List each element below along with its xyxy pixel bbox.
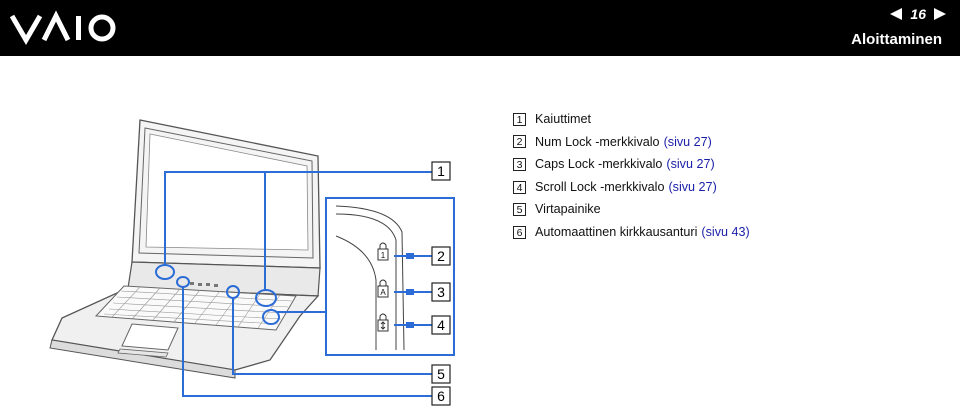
legend-text: Caps Lock -merkkivalo xyxy=(535,157,663,172)
caps-lock-icon: A xyxy=(377,279,389,298)
page-navigation: 16 xyxy=(890,6,946,22)
section-title: Aloittaminen xyxy=(851,31,942,48)
callout-2: 2 xyxy=(431,246,451,266)
legend-number: 4 xyxy=(513,180,526,194)
previous-page-icon[interactable] xyxy=(890,8,903,20)
legend-text: Virtapainike xyxy=(535,202,601,217)
scroll-lock-icon xyxy=(377,313,389,332)
legend-number: 2 xyxy=(513,135,526,149)
legend-text: Scroll Lock -merkkivalo xyxy=(535,179,665,194)
legend-text: Automaattinen kirkkausanturi xyxy=(535,224,698,239)
legend-item: 1 Kaiuttimet xyxy=(513,108,750,131)
svg-text:5: 5 xyxy=(437,366,445,382)
page-reference-link[interactable]: (sivu 27) xyxy=(663,134,712,149)
callout-4: 4 xyxy=(431,315,451,335)
page-reference-link[interactable]: (sivu 43) xyxy=(701,224,750,239)
svg-text:2: 2 xyxy=(437,248,445,264)
svg-text:1: 1 xyxy=(437,163,445,179)
page-reference-link[interactable]: (sivu 27) xyxy=(666,157,715,172)
callout-6: 6 xyxy=(431,386,451,406)
page-header: 16 Aloittaminen xyxy=(0,0,960,56)
svg-text:1: 1 xyxy=(381,251,386,260)
legend-item: 5 Virtapainike xyxy=(513,198,750,221)
next-page-icon[interactable] xyxy=(934,8,946,20)
component-legend: 1 Kaiuttimet 2 Num Lock -merkkivalo (siv… xyxy=(513,108,750,244)
svg-text:4: 4 xyxy=(437,317,445,333)
svg-text:3: 3 xyxy=(437,284,445,300)
callout-5: 5 xyxy=(431,364,451,384)
vaio-logo xyxy=(10,10,116,45)
svg-text:A: A xyxy=(380,288,386,297)
legend-number: 3 xyxy=(513,157,526,171)
legend-number: 1 xyxy=(513,112,526,126)
legend-item: 2 Num Lock -merkkivalo (sivu 27) xyxy=(513,131,750,154)
legend-number: 5 xyxy=(513,203,526,217)
legend-item: 3 Caps Lock -merkkivalo (sivu 27) xyxy=(513,153,750,176)
page-reference-link[interactable]: (sivu 27) xyxy=(668,179,717,194)
callout-3: 3 xyxy=(431,282,451,302)
num-lock-icon: 1 xyxy=(377,242,389,261)
legend-text: Kaiuttimet xyxy=(535,112,591,126)
svg-text:6: 6 xyxy=(437,388,445,404)
callout-1: 1 xyxy=(431,161,451,181)
page-number: 16 xyxy=(910,6,926,22)
legend-number: 6 xyxy=(513,225,526,239)
legend-item: 6 Automaattinen kirkkausanturi (sivu 43) xyxy=(513,221,750,244)
legend-text: Num Lock -merkkivalo xyxy=(535,134,660,149)
legend-item: 4 Scroll Lock -merkkivalo (sivu 27) xyxy=(513,176,750,199)
